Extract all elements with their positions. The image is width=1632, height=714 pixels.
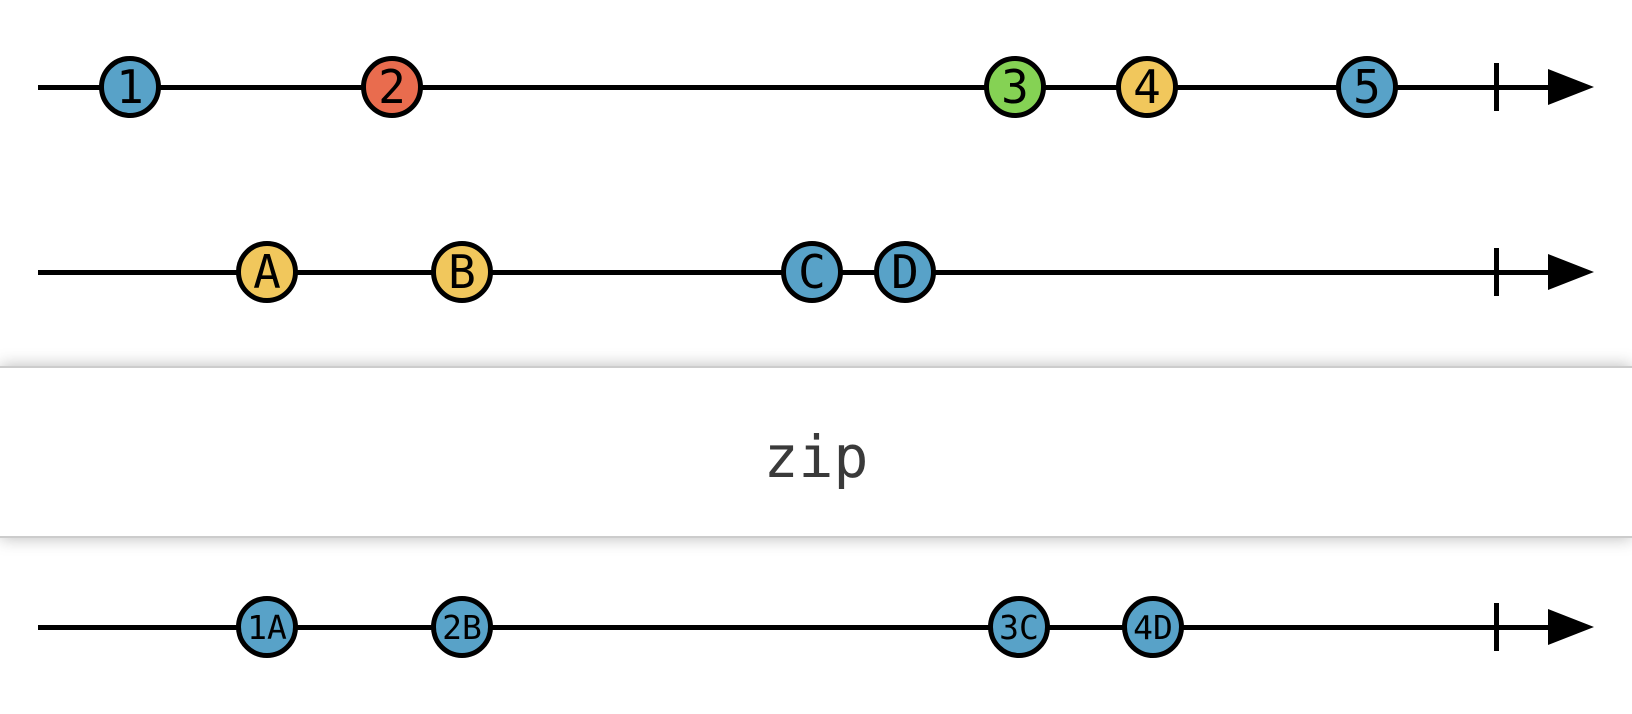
marble-2[interactable]: 2: [361, 56, 423, 118]
marble-2B[interactable]: 2B: [431, 596, 493, 658]
complete-tick[interactable]: [1493, 603, 1499, 651]
marble-5[interactable]: 5: [1336, 56, 1398, 118]
complete-tick[interactable]: [1493, 248, 1499, 296]
arrowhead-icon: [1548, 609, 1594, 645]
marble-1[interactable]: 1: [99, 56, 161, 118]
operator-label: zip: [763, 423, 869, 491]
marble-4[interactable]: 4: [1116, 56, 1178, 118]
arrowhead-icon: [1548, 254, 1594, 290]
marble-D[interactable]: D: [874, 241, 936, 303]
marble-1A[interactable]: 1A: [236, 596, 298, 658]
arrowhead-icon: [1548, 69, 1594, 105]
marble-3C[interactable]: 3C: [988, 596, 1050, 658]
complete-tick[interactable]: [1493, 63, 1499, 111]
marble-A[interactable]: A: [236, 241, 298, 303]
marble-4D[interactable]: 4D: [1122, 596, 1184, 658]
timeline-line: [38, 624, 1556, 630]
marble-C[interactable]: C: [781, 241, 843, 303]
marble-B[interactable]: B: [431, 241, 493, 303]
operator-band: zip: [0, 366, 1632, 538]
timeline-line: [38, 84, 1556, 90]
marble-3[interactable]: 3: [984, 56, 1046, 118]
